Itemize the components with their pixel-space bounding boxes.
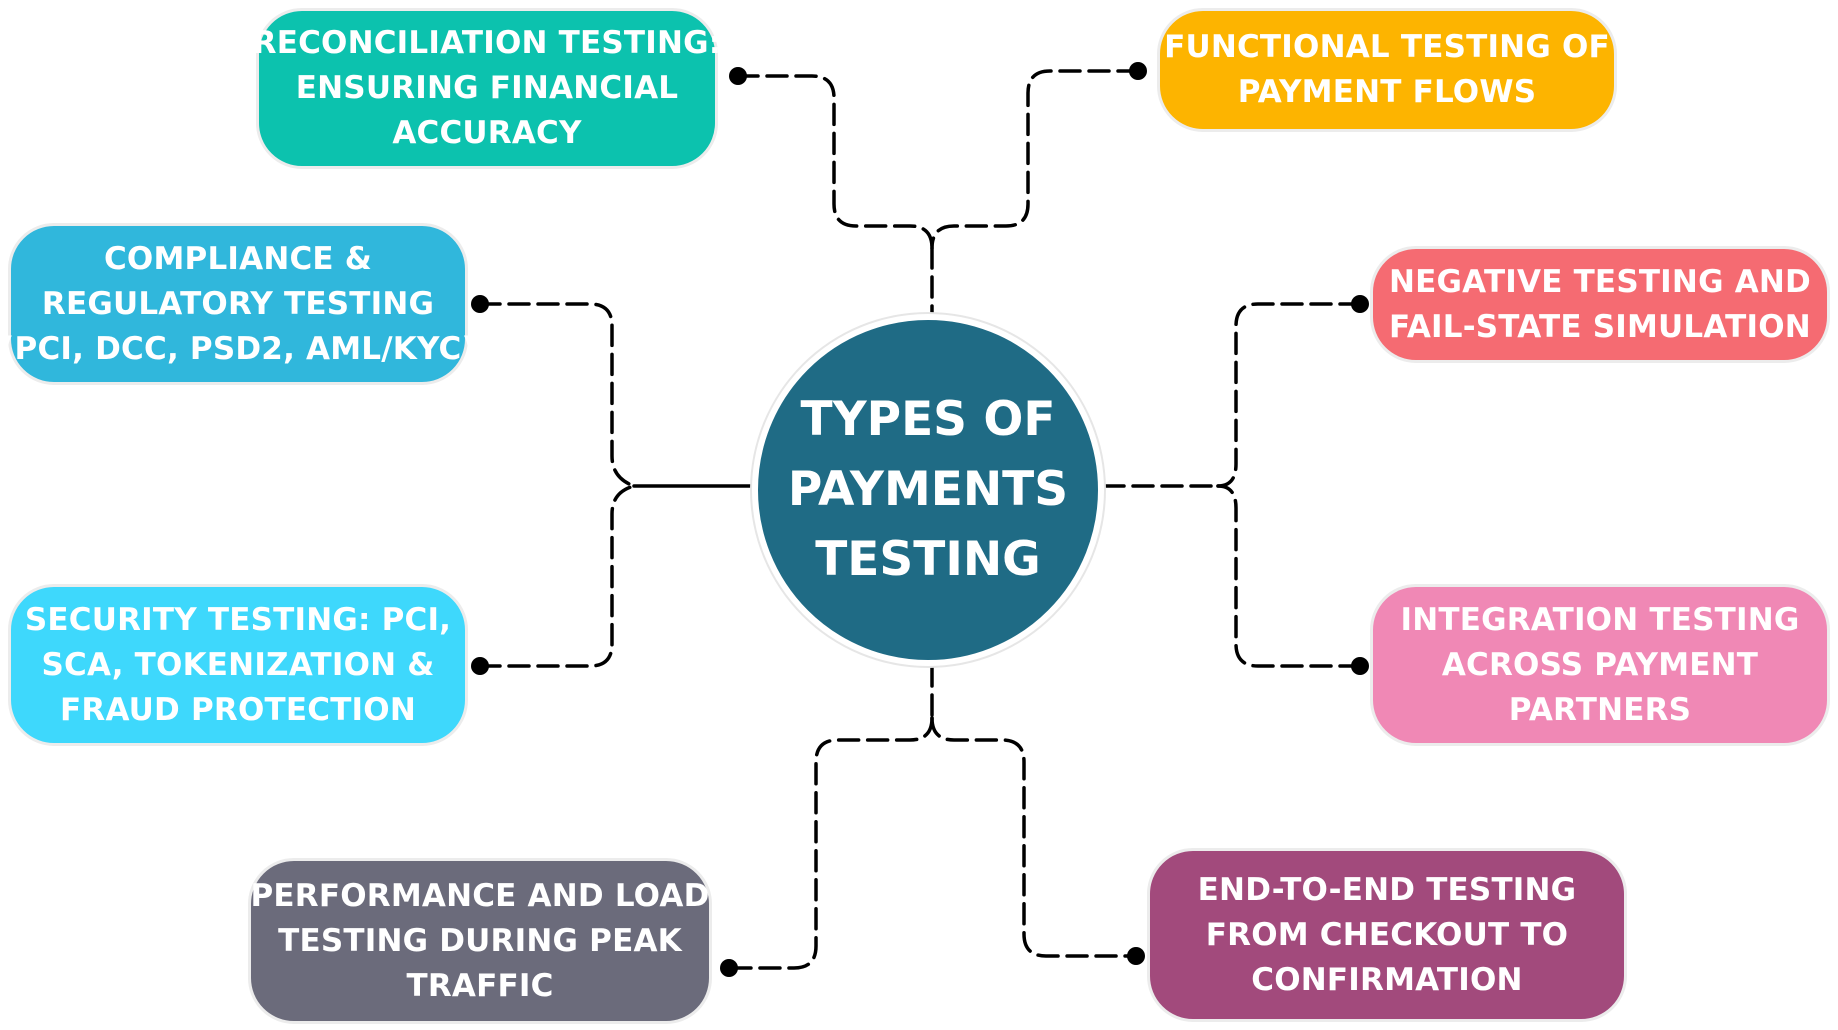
connector-integration [1216, 484, 1362, 668]
node-label-line: END-TO-END TESTING [1197, 871, 1577, 908]
endpoint-dot-reconciliation [729, 67, 747, 85]
hub-title-line: PAYMENTS [787, 462, 1069, 517]
node-label-line: TESTING DURING PEAK [278, 922, 682, 959]
node-label: INTEGRATION TESTING ACROSS PAYMENT PARTN… [1401, 598, 1800, 733]
endpoint-dot-functional [1129, 62, 1147, 80]
endpoint-dot-end-to-end [1127, 947, 1145, 965]
node-label: COMPLIANCE & REGULATORY TESTING (PCI, DC… [0, 237, 476, 372]
node-label: PERFORMANCE AND LOAD TESTING DURING PEAK… [250, 874, 709, 1009]
node-label-line: ACROSS PAYMENT [1441, 646, 1759, 683]
node-negative: NEGATIVE TESTING AND FAIL-STATE SIMULATI… [1370, 246, 1830, 363]
node-label-line: (PCI, DCC, PSD2, AML/KYC) [0, 330, 476, 367]
endpoint-dot-integration [1351, 657, 1369, 675]
connector-security [478, 484, 636, 668]
node-label-line: ENSURING FINANCIAL [295, 70, 679, 106]
node-label: RECONCILIATION TESTING: ENSURING FINANCI… [253, 21, 722, 156]
node-label-line: FRAUD PROTECTION [60, 691, 416, 728]
node-label-line: COMPLIANCE & [103, 240, 373, 277]
node-compliance: COMPLIANCE & REGULATORY TESTING (PCI, DC… [0, 223, 476, 385]
node-label-line: CONFIRMATION [1251, 961, 1523, 998]
node-label-line: FUNCTIONAL TESTING OF [1164, 29, 1610, 65]
node-end-to-end: END-TO-END TESTING FROM CHECKOUT TO CONF… [1147, 848, 1627, 1022]
connector-reconciliation [736, 74, 934, 250]
node-label-line: FROM CHECKOUT TO [1205, 916, 1569, 953]
node-label: END-TO-END TESTING FROM CHECKOUT TO CONF… [1198, 868, 1577, 1003]
node-reconciliation: RECONCILIATION TESTING: ENSURING FINANCI… [253, 8, 721, 169]
endpoint-dot-security [471, 657, 489, 675]
endpoint-dot-negative [1351, 295, 1369, 313]
connector-compliance [478, 302, 636, 488]
node-security: SECURITY TESTING: PCI, SCA, TOKENIZATION… [8, 584, 468, 746]
node-label-line: PAYMENT FLOWS [1237, 74, 1537, 110]
node-integration: INTEGRATION TESTING ACROSS PAYMENT PARTN… [1370, 584, 1830, 746]
node-label-line: INTEGRATION TESTING [1400, 601, 1800, 638]
node-label-line: ACCURACY [392, 115, 582, 151]
hub-title: TYPES OF PAYMENTS TESTING [788, 385, 1068, 595]
node-label-line: PARTNERS [1508, 691, 1692, 728]
hub-circle: TYPES OF PAYMENTS TESTING [752, 314, 1104, 666]
endpoint-dot-compliance [471, 295, 489, 313]
node-label-line: SECURITY TESTING: PCI, [24, 601, 452, 638]
node-label: NEGATIVE TESTING AND FAIL-STATE SIMULATI… [1389, 260, 1811, 350]
node-label: FUNCTIONAL TESTING OF PAYMENT FLOWS [1164, 25, 1610, 115]
node-label-line: FAIL-STATE SIMULATION [1389, 308, 1811, 345]
hub-title-line: TESTING [815, 532, 1041, 587]
connector-negative [1216, 302, 1362, 488]
connector-end-to-end [930, 716, 1138, 958]
node-functional: FUNCTIONAL TESTING OF PAYMENT FLOWS [1157, 8, 1617, 132]
node-label-line: SCA, TOKENIZATION & [41, 646, 435, 683]
node-performance: PERFORMANCE AND LOAD TESTING DURING PEAK… [248, 858, 712, 1024]
node-label-line: TRAFFIC [406, 967, 554, 1004]
node-label-line: REGULATORY TESTING [41, 285, 435, 322]
node-label: SECURITY TESTING: PCI, SCA, TOKENIZATION… [25, 598, 451, 733]
connector-performance [727, 716, 934, 970]
node-label-line: RECONCILIATION TESTING: [252, 25, 722, 61]
hub-title-line: TYPES OF [800, 392, 1056, 447]
connector-functional [930, 69, 1140, 250]
endpoint-dot-performance [720, 959, 738, 977]
node-label-line: NEGATIVE TESTING AND [1389, 263, 1811, 300]
node-label-line: PERFORMANCE AND LOAD [250, 877, 710, 914]
